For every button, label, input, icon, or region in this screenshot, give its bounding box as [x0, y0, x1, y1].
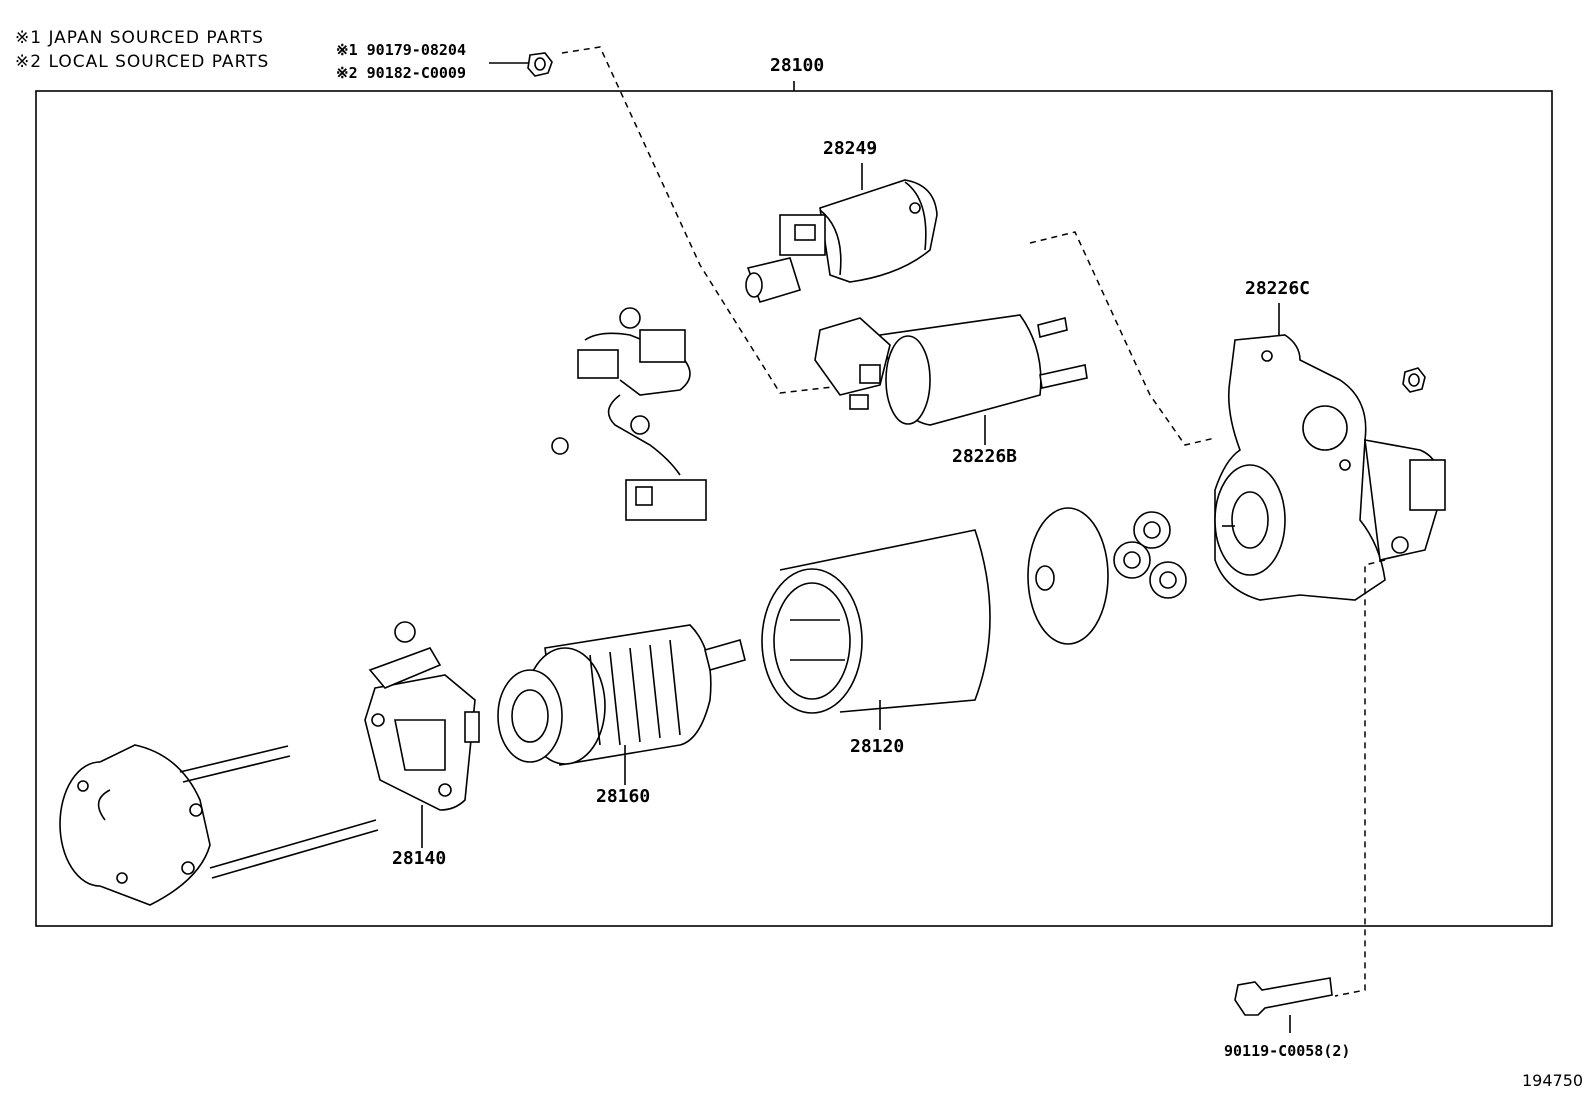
legend-local-sourced: ※2 LOCAL SOURCED PARTS: [15, 52, 270, 72]
part-28140: [364, 621, 480, 848]
nut-right: [1402, 367, 1426, 393]
bolt-90119: [1234, 977, 1333, 1033]
nut-top: [489, 52, 553, 77]
lead-wire: [551, 307, 707, 521]
dashed-leader-bolt: [1334, 559, 1386, 997]
label-28226B[interactable]: 28226B: [952, 446, 1018, 467]
planetary-gears: [1113, 511, 1187, 599]
part-28226C: [1214, 303, 1446, 601]
dashed-leader-nut: [561, 46, 851, 394]
label-28226C[interactable]: 28226C: [1245, 278, 1311, 299]
diagram-code: 194750: [1522, 1071, 1584, 1090]
label-28160[interactable]: 28160: [596, 786, 651, 807]
ref-part-local: ※2 90182-C0009: [336, 64, 466, 82]
end-frame: [59, 744, 379, 906]
cover-disc: [1027, 507, 1109, 645]
dashed-leader-28226B: [1029, 231, 1216, 446]
label-28120[interactable]: 28120: [850, 736, 905, 757]
label-28249[interactable]: 28249: [823, 138, 878, 159]
part-28226B: [814, 314, 1088, 445]
part-28249: [745, 163, 938, 303]
part-28160: [497, 624, 746, 785]
label-28140[interactable]: 28140: [392, 848, 447, 869]
label-bolt-90119[interactable]: 90119-C0058(2): [1224, 1042, 1351, 1060]
ref-part-japan: ※1 90179-08204: [336, 41, 466, 59]
legend-japan-sourced: ※1 JAPAN SOURCED PARTS: [15, 28, 264, 48]
label-28100[interactable]: 28100: [770, 55, 825, 76]
part-28120: [761, 529, 991, 730]
